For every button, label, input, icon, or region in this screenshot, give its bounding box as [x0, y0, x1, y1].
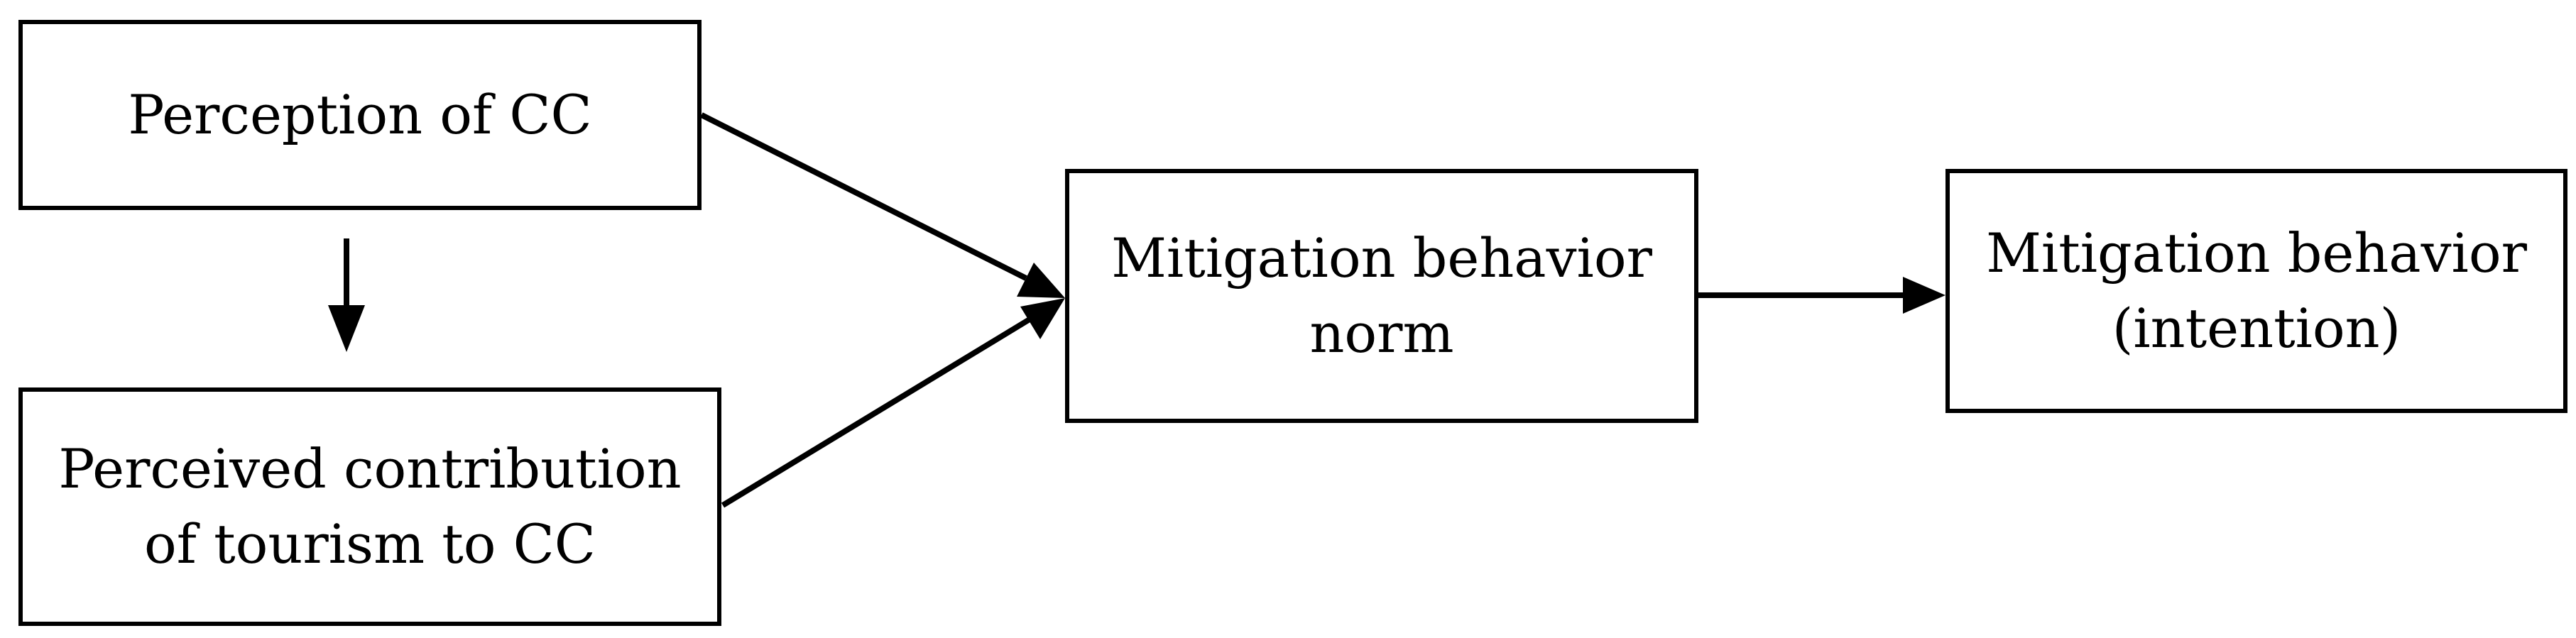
edge-norm-to-intention	[1698, 277, 1945, 314]
node-label-line: Mitigation behavior	[1111, 226, 1652, 290]
edge-perception-to-contribution	[328, 238, 365, 352]
node-label-line: (intention)	[2112, 297, 2401, 360]
node-mitigation-behavior-norm: Mitigation behavior norm	[1065, 169, 1698, 423]
edge-perception-to-norm	[700, 112, 1065, 298]
node-label-line: Perceived contribution	[58, 436, 682, 500]
node-mitigation-behavior-intention: Mitigation behavior (intention)	[1945, 169, 2567, 413]
edge-contribution-to-norm	[721, 298, 1065, 508]
node-label-line: of tourism to CC	[144, 512, 596, 576]
node-label-line: norm	[1309, 302, 1454, 365]
node-perception-of-cc: Perception of CC	[18, 20, 702, 210]
node-perceived-contribution: Perceived contribution of tourism to CC	[18, 387, 721, 626]
node-label-line: Perception of CC	[128, 82, 592, 146]
node-label-line: Mitigation behavior	[1986, 221, 2527, 285]
